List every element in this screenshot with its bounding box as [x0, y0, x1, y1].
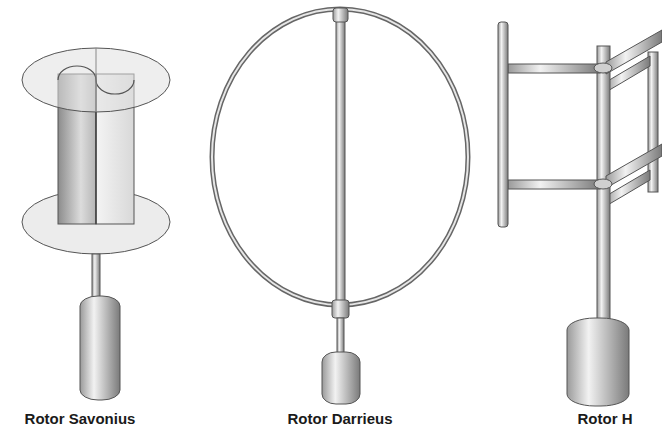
rotor-label: Rotor Savonius: [25, 410, 136, 428]
h-rotor: [498, 22, 662, 406]
darrieus-rotor: [212, 8, 468, 404]
rotor-label: Rotor H: [578, 410, 633, 428]
rotor-label: Rotor Darrieus: [287, 410, 392, 428]
savonius-rotor: [22, 48, 170, 400]
